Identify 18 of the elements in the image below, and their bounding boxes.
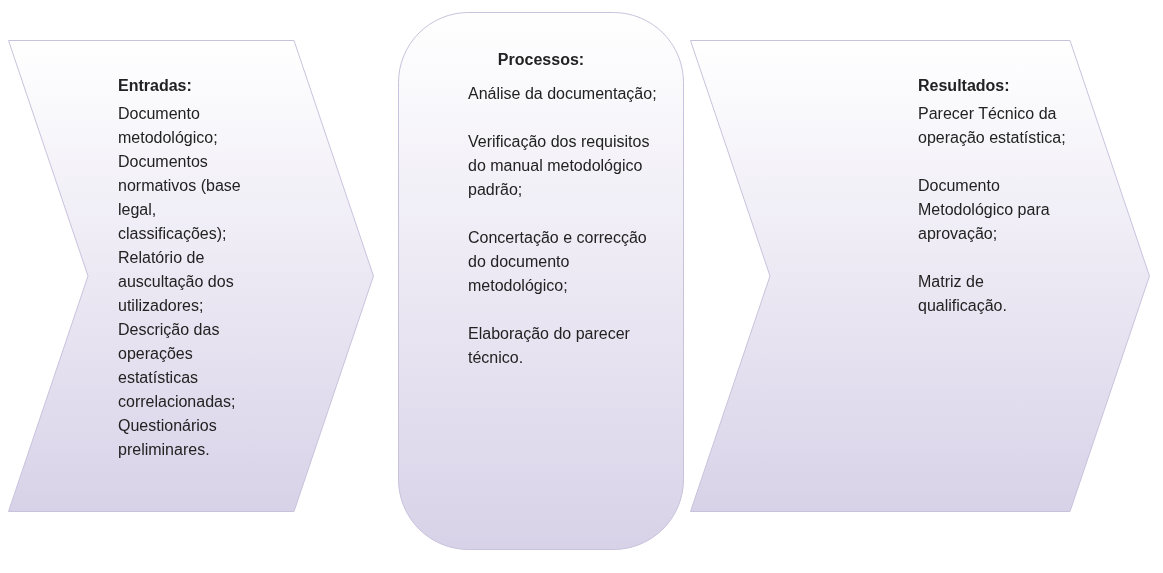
rounded-box — [398, 12, 684, 550]
heading: Processos: — [496, 50, 586, 70]
list-item: Concertação e correcção do documento metodológico; — [468, 228, 648, 296]
chevron-step — [8, 40, 374, 512]
list-item: Documento Metodológico para aprovação; — [918, 176, 1051, 244]
list-item: Elaboração do parecer técnico. — [468, 324, 631, 368]
list-item: Questionários preliminares. — [118, 416, 218, 460]
list-item: Verificação dos requisitos do manual metodológico padrão; — [468, 132, 651, 200]
list-item: Matriz de qualificação. — [918, 272, 1008, 316]
chevron-step — [690, 40, 1150, 512]
list-item: Documento metodológico; — [118, 104, 219, 148]
list-item: Análise da documentação; — [468, 84, 658, 104]
heading: Entradas: — [118, 76, 193, 96]
list-item: Descrição das operações estatísticas correlacionadas; — [118, 320, 237, 412]
heading: Resultados: — [918, 76, 1011, 96]
list-item: Documentos normativos (base legal, classificações); — [118, 152, 242, 244]
list-item: Relatório de auscultação dos utilizadores; — [118, 248, 235, 316]
list-item: Parecer Técnico da operação estatística; — [918, 104, 1067, 148]
